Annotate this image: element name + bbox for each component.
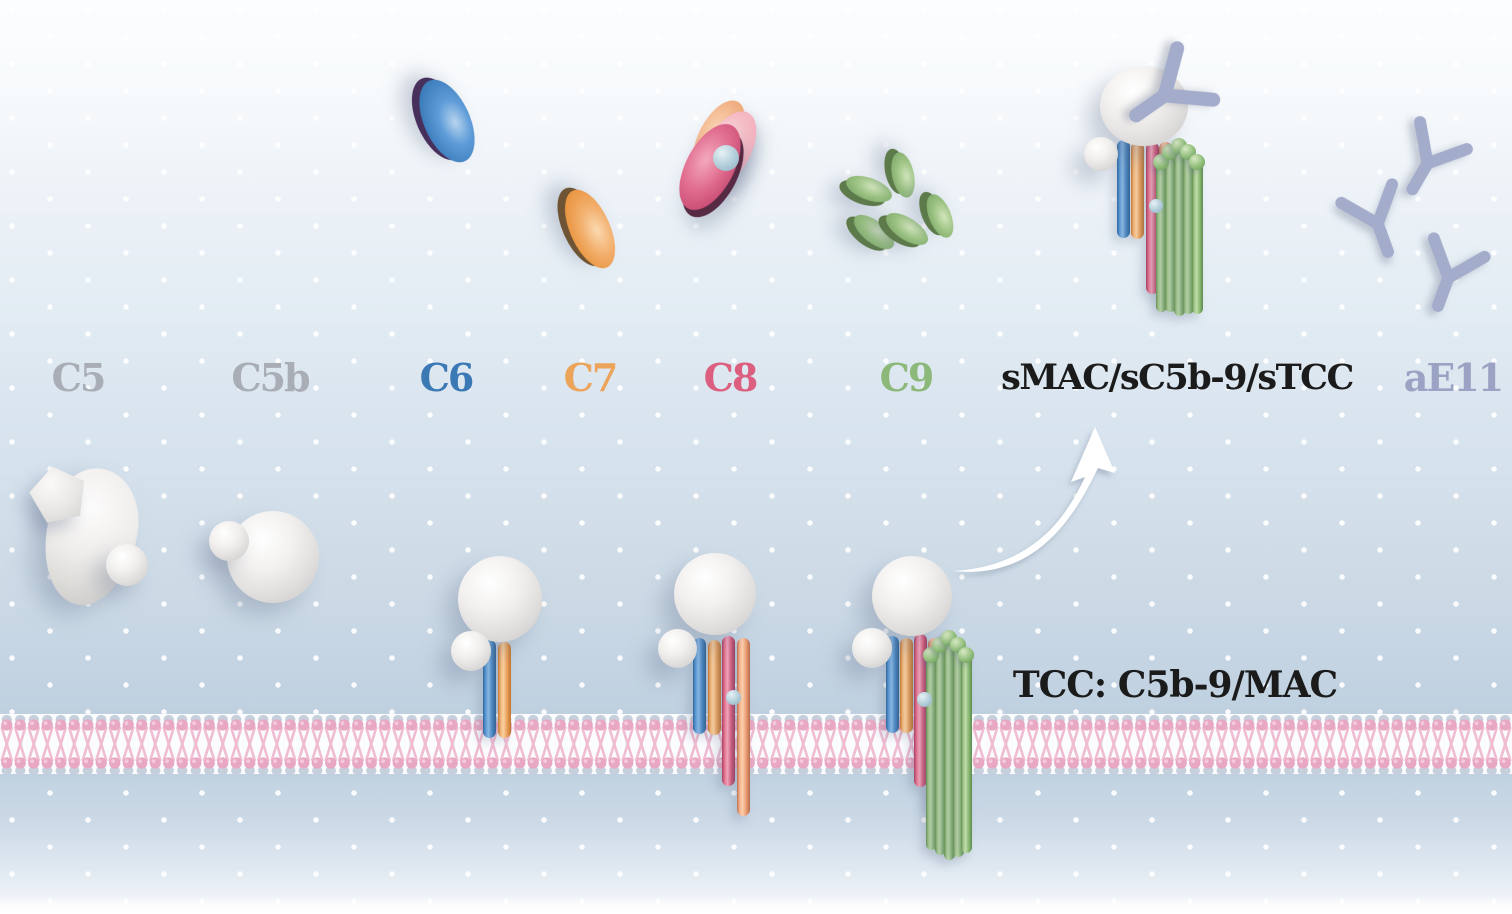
- c8-alpha-rod: [914, 634, 927, 787]
- c9-rod: [926, 655, 937, 850]
- c5b-body-sphere: [872, 556, 952, 636]
- c7-rod: [708, 640, 721, 735]
- ae11-antibody-bound: [1129, 41, 1221, 123]
- c9-knob: [958, 647, 974, 663]
- c8-gamma-sphere: [713, 145, 739, 171]
- c5a-domain: [30, 466, 86, 520]
- c9-rod: [935, 645, 946, 855]
- c9-rod: [1156, 162, 1167, 312]
- c5b-body-sphere: [458, 556, 542, 642]
- c7-rod: [900, 638, 913, 733]
- c8-beta-rod: [737, 638, 750, 816]
- label-c6: C6: [419, 355, 475, 400]
- c5b-head-sphere: [658, 629, 697, 668]
- label-c5b: C5b: [231, 355, 310, 400]
- c8-alpha-dark-disc: [666, 114, 757, 227]
- label-c8: C8: [703, 355, 759, 400]
- c9-rod: [953, 645, 964, 857]
- ae11-antibody-3: [1427, 232, 1491, 312]
- c9-rod: [961, 655, 972, 853]
- c5b-head-sphere: [852, 628, 892, 668]
- label-smac: sMAC/sC5b-9/sTCC: [1001, 357, 1354, 398]
- label-c9: C9: [879, 355, 935, 400]
- c8-gamma-sphere: [917, 692, 932, 707]
- c6-disc: [400, 69, 486, 171]
- c6-rod: [886, 636, 899, 733]
- c9-knob: [1189, 154, 1205, 170]
- c8-gamma-sphere: [1149, 199, 1163, 213]
- c9-rod: [1192, 162, 1203, 314]
- c9-rod: [1174, 146, 1185, 316]
- c6-rod: [483, 640, 496, 738]
- ae11-antibody-1: [1406, 116, 1473, 196]
- c9-rod: [1165, 152, 1176, 312]
- label-c5: C5: [51, 355, 107, 400]
- c5-c345c-sphere: [106, 544, 148, 586]
- c5b-head-sphere: [1084, 137, 1118, 171]
- c5a-pentagon: [25, 461, 91, 525]
- lipid-bilayer-membrane: [0, 714, 1512, 774]
- c9-rod: [944, 638, 955, 860]
- label-ae11: aE11: [1403, 355, 1504, 400]
- c6-rod: [693, 638, 706, 734]
- c7-disc: [547, 180, 626, 276]
- label-tcc: TCC: C5b-9/MAC: [1012, 664, 1338, 706]
- c5b-body-sphere: [674, 553, 756, 635]
- c9-rod: [1183, 152, 1194, 314]
- label-c7: C7: [563, 355, 619, 400]
- c5b-head-sphere: [209, 521, 249, 561]
- c8-alpha-rod: [1146, 142, 1159, 294]
- c7-rod: [498, 642, 511, 738]
- c6-rod: [1117, 140, 1130, 238]
- arrow-to-smac: [953, 427, 1115, 572]
- c5b-head-sphere: [451, 631, 491, 671]
- c7-rod: [1131, 142, 1144, 239]
- ae11-antibody-2: [1335, 178, 1399, 258]
- c8-gamma-sphere: [726, 690, 741, 705]
- c8-alpha-rod: [722, 636, 735, 786]
